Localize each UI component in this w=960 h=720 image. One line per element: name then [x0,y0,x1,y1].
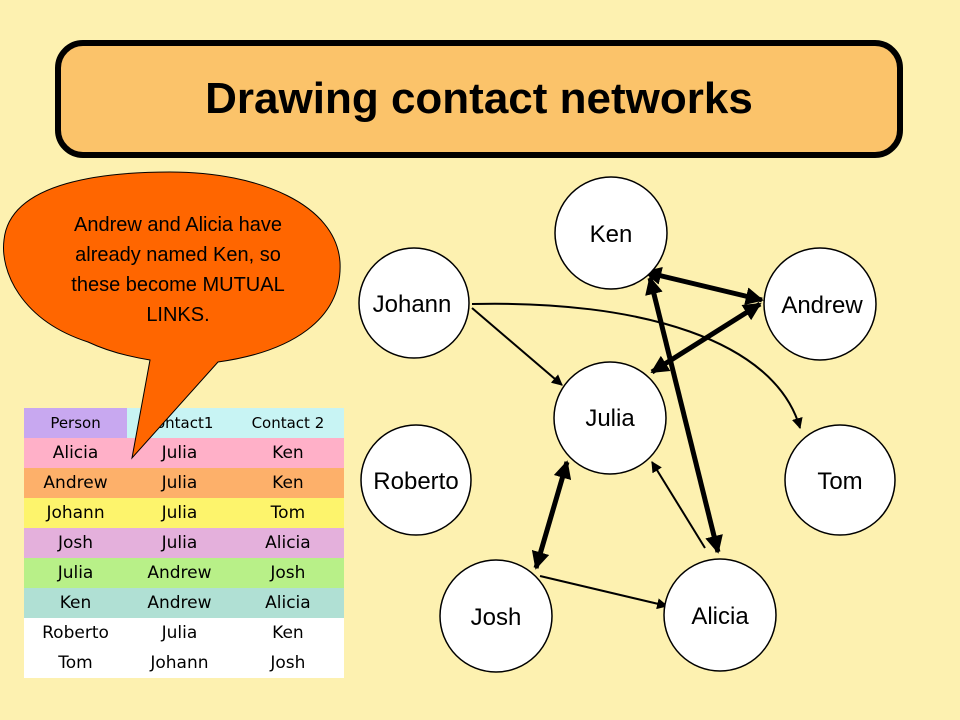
callout-bubble [3,171,341,460]
table-cell: Ken [59,593,92,613]
header-contact2: Contact 2 [231,408,344,438]
table-row: Roberto Julia Ken [24,618,344,648]
table-cell: Julia [161,533,198,553]
table-cell: Ken [272,623,304,643]
edge-ken-andrew [643,267,764,305]
edge-josh-alicia [539,575,669,610]
node-ken-circle [554,176,668,290]
node-josh-circle [439,559,553,673]
node-alicia-circle [663,558,777,672]
table-row: Josh Julia Alicia [24,528,344,558]
node-julia-label: Julia [585,405,635,432]
table-cell: Julia [161,443,198,463]
node-ken: Ken [554,176,668,290]
node-ken-label: Ken [590,221,633,248]
header-person: Person [24,408,128,438]
node-andrew: Andrew [763,247,877,361]
table-cell: Andrew [147,593,212,613]
table-row: Andrew Julia Ken [24,468,344,498]
edge-julia-josh [531,460,572,570]
node-tom-label: Tom [817,468,862,495]
table-row: Julia Andrew Josh [24,558,344,588]
edge-andrew-julia [650,301,762,375]
node-tom: Tom [784,424,896,536]
edge-johann-julia [471,307,563,386]
table-row: Alicia Julia Ken [24,438,344,468]
node-alicia: Alicia [663,558,777,672]
node-julia: Julia [553,361,667,475]
table-cell: Alicia [265,533,311,553]
node-roberto-circle [360,424,472,536]
table-cell: Ken [272,443,304,463]
callout-shape [3,171,341,460]
table-cell: Julia [57,563,94,583]
table-cell: Alicia [265,593,311,613]
node-johann-circle [358,247,470,359]
page-title: Drawing contact networks [205,74,753,123]
callout-text: Andrew and Alicia have already named Ken… [71,214,285,326]
node-roberto: Roberto [360,424,472,536]
table-cell: Tom [270,503,306,523]
table-cell: Julia [161,623,198,643]
table-cell: Julia [161,473,198,493]
table-cell: Johann [150,653,209,673]
edge-alicia-julia [651,461,706,549]
table-cell: Josh [270,653,306,673]
title-banner: Drawing contact networks [55,40,903,158]
node-josh: Josh [439,559,553,673]
node-julia-circle [553,361,667,475]
node-tom-circle [784,424,896,536]
table-cell: Andrew [43,473,108,493]
table-cell: Josh [57,533,94,553]
node-alicia-label: Alicia [691,603,749,630]
table-row: Johann Julia Tom [24,498,344,528]
table-cell: Josh [270,563,306,583]
table-cell: Alicia [52,443,99,463]
table-cell: Roberto [42,623,109,643]
table-cell: Ken [272,473,304,493]
node-andrew-circle [763,247,877,361]
node-johann-label: Johann [373,291,452,318]
node-roberto-label: Roberto [373,468,458,495]
table-row: Ken Andrew Alicia [24,588,344,618]
node-josh-label: Josh [471,604,522,631]
table-cell: Andrew [147,563,212,583]
table-cell: Tom [58,653,93,673]
table-cell: Julia [161,503,198,523]
table-row: Tom Johann Josh [24,648,344,678]
node-johann: Johann [358,247,470,359]
node-andrew-label: Andrew [781,292,863,319]
table-cell: Johann [46,503,105,523]
edge-ken-alicia [645,276,723,554]
